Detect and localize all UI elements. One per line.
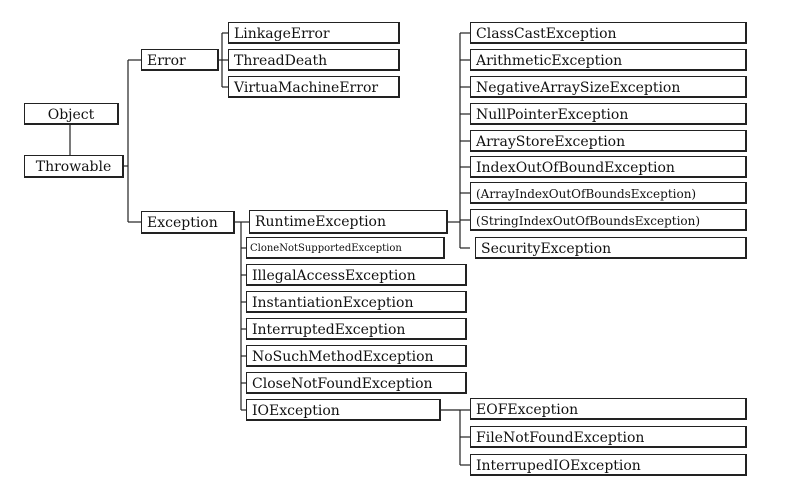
node-exception: Exception (141, 211, 235, 234)
node-object: Object (24, 103, 119, 125)
node-string-index-out-of-bounds-exception: (StringIndexOutOfBoundsException) (470, 209, 747, 231)
node-array-index-out-of-bounds-exception: (ArrayIndexOutOfBoundsException) (470, 182, 747, 204)
node-close-not-found-exception: CloseNotFoundException (246, 372, 467, 394)
node-interrupted-exception: InterruptedException (246, 318, 467, 340)
node-arithmetic-exception: ArithmeticException (470, 49, 747, 71)
node-illegal-access-exception: IllegalAccessException (246, 264, 467, 286)
node-linkage-error: LinkageError (228, 22, 400, 44)
node-virtual-machine-error: VirtuaMachineError (228, 76, 400, 98)
node-null-pointer-exception: NullPointerException (470, 103, 747, 125)
node-io-exception: IOException (246, 399, 441, 421)
node-eof-exception: EOFException (470, 398, 747, 420)
node-file-not-found-exception: FileNotFoundException (470, 426, 747, 448)
node-negative-array-size-exception: NegativeArraySizeException (470, 76, 747, 98)
node-clone-not-supported-exception: CloneNotSupportedException (246, 237, 445, 259)
node-no-such-method-exception: NoSuchMethodException (246, 345, 467, 367)
node-thread-death: ThreadDeath (228, 49, 400, 71)
node-index-out-of-bound-exception: IndexOutOfBoundException (470, 156, 747, 178)
node-throwable: Throwable (24, 155, 124, 178)
node-array-store-exception: ArrayStoreException (470, 130, 747, 152)
node-error: Error (141, 49, 219, 71)
node-runtime-exception: RuntimeException (249, 210, 448, 234)
node-interrupted-io-exception: InterrupedIOException (470, 454, 747, 476)
node-security-exception: SecurityException (475, 237, 747, 259)
node-instantiation-exception: InstantiationException (246, 291, 467, 313)
node-class-cast-exception: ClassCastException (470, 22, 747, 44)
